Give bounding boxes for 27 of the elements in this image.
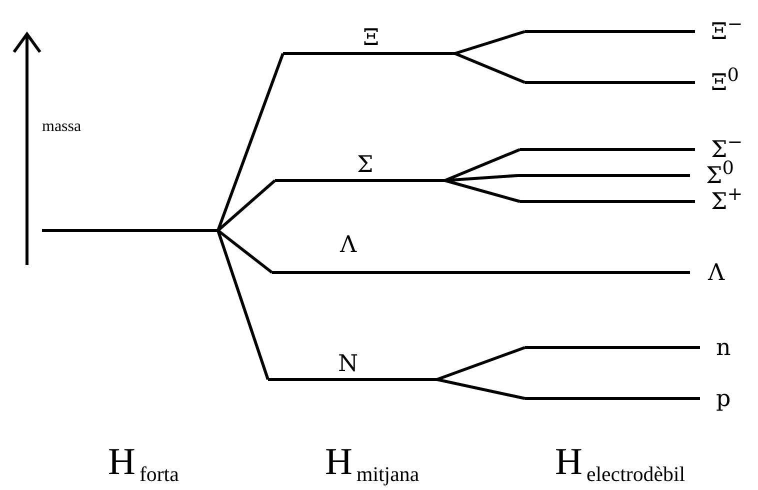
connector-line bbox=[436, 378, 526, 400]
connector-line bbox=[217, 179, 276, 232]
level-label: Λ bbox=[708, 258, 725, 286]
connector-line bbox=[444, 179, 520, 203]
level-label: Ξ$^{0}$ bbox=[711, 68, 739, 96]
connector-line bbox=[436, 346, 526, 381]
hamiltonian-label: H$_{mitjana}$ bbox=[325, 440, 420, 484]
connector-line bbox=[454, 52, 526, 84]
level-label: Σ$^{0}$ bbox=[706, 162, 734, 188]
level-label: Σ bbox=[357, 151, 374, 179]
connector-line bbox=[217, 229, 273, 274]
connector-line bbox=[454, 30, 526, 55]
level-label: n bbox=[716, 334, 731, 362]
connector-line bbox=[216, 52, 284, 232]
connector-line bbox=[216, 230, 270, 380]
axis-label: massa bbox=[42, 118, 82, 136]
connector-line bbox=[444, 174, 518, 182]
level-label: Ξ bbox=[363, 24, 380, 52]
level-label: Ξ$^{−}$ bbox=[711, 18, 743, 46]
level-label: Λ bbox=[340, 230, 357, 258]
hamiltonian-label: H$_{forta}$ bbox=[108, 440, 179, 484]
level-label: Σ$^{+}$ bbox=[711, 188, 743, 216]
level-label: N bbox=[338, 350, 358, 378]
level-label: p bbox=[716, 384, 731, 412]
hamiltonian-label: H$_{electrodèbil}$ bbox=[555, 440, 686, 484]
energy-level bbox=[42, 229, 218, 232]
connector-line bbox=[444, 148, 521, 182]
